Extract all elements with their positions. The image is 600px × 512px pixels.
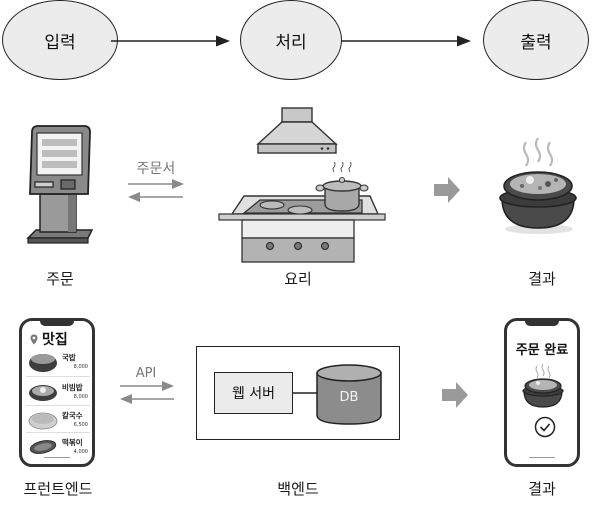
result-phone: 주문 완료 — [504, 318, 580, 467]
block-arrow-icon — [434, 177, 460, 203]
menu-item[interactable]: 국밥 8,000 — [26, 349, 90, 375]
result-label-2: 결과 — [528, 480, 556, 498]
menu-item-price: 8,000 — [73, 394, 88, 400]
arrow-input-to-process — [111, 35, 230, 47]
order-sheet-arrows — [128, 179, 184, 202]
process-node: 처리 — [240, 0, 342, 80]
menu-item-name: 떡볶이 — [62, 438, 83, 447]
menu-divider — [26, 432, 90, 433]
arrow-api-response — [120, 394, 174, 404]
checkmark-circle-icon — [534, 416, 556, 438]
top-flow-arrows — [111, 35, 471, 47]
arrow-process-to-output — [321, 35, 471, 47]
kalguksu-icon — [28, 412, 58, 430]
order-complete-title: 주문 완료 — [515, 343, 569, 358]
frontend-label: 프런트엔드 — [23, 480, 93, 498]
process-node-label: 처리 — [275, 32, 307, 53]
menu-divider — [26, 376, 90, 377]
stew-pot-icon — [522, 363, 564, 408]
server-db-connector — [293, 392, 317, 394]
menu-item[interactable]: 칼국수 6,500 — [26, 407, 90, 433]
menu-item[interactable]: 떡볶이 4,000 — [26, 434, 90, 460]
bibimbap-icon — [29, 385, 57, 401]
menu-item-price: 4,000 — [73, 449, 88, 455]
backend-label: 백엔드 — [277, 480, 319, 498]
range-hood-icon — [256, 107, 338, 154]
menu-item-name: 칼국수 — [62, 411, 83, 420]
app-header: 맛집 — [30, 329, 68, 349]
input-node: 입력 — [2, 0, 118, 80]
phone-notch — [525, 321, 559, 326]
phone-notch — [40, 321, 74, 326]
arrow-api-request — [120, 381, 174, 391]
arrow-order-right — [128, 179, 184, 189]
api-arrows — [120, 381, 174, 404]
home-indicator — [529, 456, 555, 458]
location-pin-icon — [30, 334, 38, 344]
block-arrow-icon — [442, 382, 468, 408]
app-title: 맛집 — [42, 332, 68, 348]
kiosk-icon — [26, 125, 94, 244]
menu-item[interactable]: 비빔밥 8,000 — [26, 379, 90, 405]
stew-pot-icon — [499, 137, 577, 234]
home-indicator — [44, 456, 70, 458]
stove-knob-icon — [266, 242, 329, 250]
api-label: API — [135, 366, 157, 381]
web-server-label: 웹 서버 — [231, 386, 276, 402]
menu-divider — [26, 405, 90, 406]
menu-item-name: 국밥 — [62, 353, 76, 362]
cooking-label: 요리 — [284, 270, 312, 288]
order-sheet-label: 주문서 — [136, 161, 176, 177]
output-node-label: 출력 — [520, 32, 552, 53]
order-label: 주문 — [46, 270, 74, 288]
db-label: DB — [339, 390, 359, 405]
result-label-1: 결과 — [528, 270, 556, 288]
web-server-box: 웹 서버 — [214, 372, 293, 414]
burner-icon — [259, 200, 313, 215]
menu-item-price: 8,000 — [73, 364, 88, 370]
arrow-order-left — [128, 192, 183, 202]
output-node: 출력 — [483, 0, 589, 80]
stove-icon — [218, 107, 386, 263]
menu-item-price: 6,500 — [73, 422, 88, 428]
frontend-phone: 맛집 국밥 8,000 비빔밥 8,000 칼국수 6,500 떡볶이 4,00… — [19, 318, 95, 467]
gukbap-icon — [29, 354, 57, 372]
menu-item-name: 비빔밥 — [62, 383, 83, 392]
pot-icon — [315, 161, 369, 212]
input-node-label: 입력 — [44, 32, 76, 53]
database-icon — [316, 364, 382, 425]
tteokbokki-icon — [29, 440, 57, 454]
